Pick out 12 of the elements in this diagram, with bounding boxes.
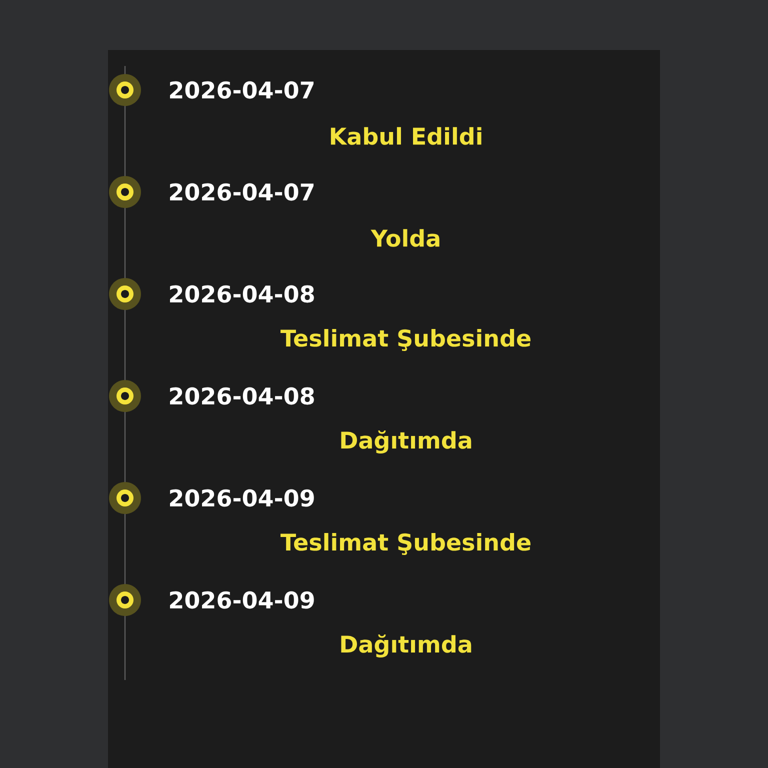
status-label: Teslimat Şubesinde: [280, 329, 530, 351]
date-label: 2026-04-08: [170, 285, 314, 303]
status-label: Dağıtımda: [341, 634, 472, 658]
status-label: Kabul Edildi: [330, 127, 482, 145]
date-label: 2026-04-09: [170, 489, 314, 507]
date-label: 2026-04-08: [170, 387, 314, 405]
status-label: Teslimat Şubesinde: [280, 533, 530, 555]
status-label: Yolda: [370, 229, 440, 247]
date-label: 2026-04-09: [170, 591, 314, 609]
date-label: 2026-04-07: [170, 183, 314, 201]
status-label: Dağıtımda: [341, 430, 472, 454]
date-label: 2026-04-07: [170, 81, 314, 99]
